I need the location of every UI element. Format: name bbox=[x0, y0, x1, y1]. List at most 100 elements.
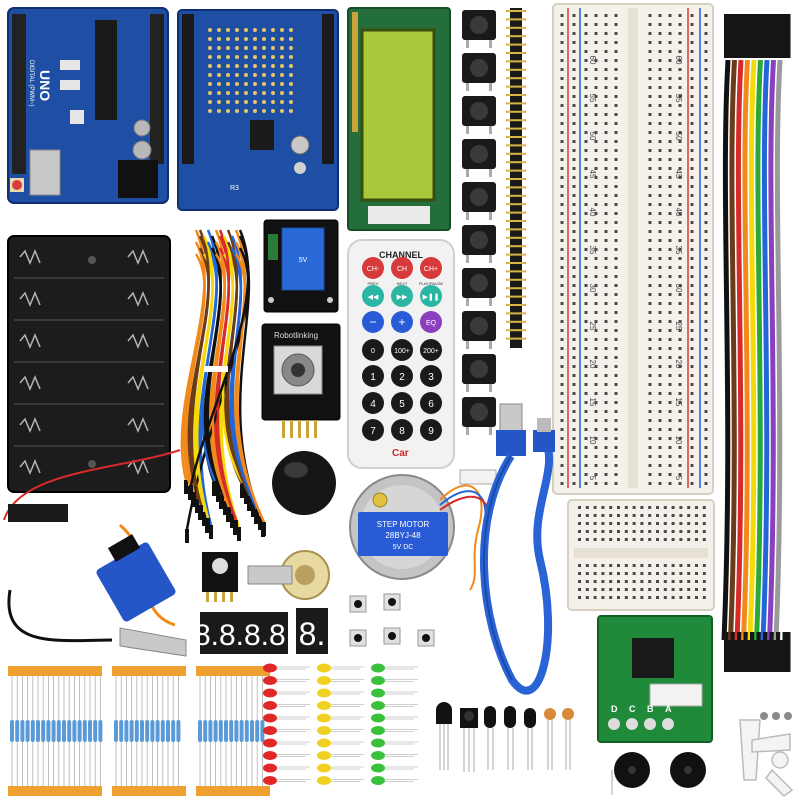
breadboard-row-number: 20 bbox=[674, 360, 683, 369]
microcontroller-chip bbox=[95, 20, 117, 120]
dupont-wire-bundle bbox=[180, 229, 266, 543]
driver-pin-label: A bbox=[665, 704, 672, 714]
relay-label: 5V bbox=[299, 257, 308, 264]
stepper-label-2: 28BYJ-48 bbox=[385, 531, 421, 540]
driver-pin-label: C bbox=[629, 704, 636, 714]
breadboard-row-number: 30 bbox=[674, 284, 683, 293]
buzzers bbox=[611, 752, 706, 795]
small-push-button bbox=[349, 629, 367, 647]
shield-label: R3 bbox=[230, 185, 239, 192]
single-digit-7-segment: 8. bbox=[296, 608, 328, 654]
joystick-module: Robotlinking bbox=[261, 323, 341, 438]
svg-text:8: 8 bbox=[399, 426, 405, 437]
tactile-button bbox=[462, 225, 496, 263]
stepper-label-3: 5V DC bbox=[393, 544, 414, 551]
svg-text:2: 2 bbox=[399, 372, 405, 383]
small-push-button bbox=[417, 629, 435, 647]
resistor-set bbox=[8, 666, 270, 796]
usb-b-port bbox=[29, 149, 61, 196]
svg-text:▶▶: ▶▶ bbox=[397, 294, 408, 301]
breadboard-row-number: 45 bbox=[674, 170, 683, 179]
svg-text:9: 9 bbox=[428, 426, 434, 437]
svg-text:PLAY/PAUSE: PLAY/PAUSE bbox=[419, 281, 444, 286]
tactile-button bbox=[462, 182, 496, 220]
svg-text:CH: CH bbox=[397, 266, 407, 273]
remote-digit-button: 2 bbox=[391, 365, 413, 387]
remote-digit-button: 7 bbox=[362, 419, 384, 441]
svg-text:4: 4 bbox=[370, 399, 376, 410]
breadboard-row-number: 45 bbox=[588, 170, 597, 179]
svg-text:CH-: CH- bbox=[367, 266, 380, 273]
breadboard-row-number: 35 bbox=[674, 246, 683, 255]
breadboard-row-number: 5 bbox=[674, 476, 683, 481]
breadboard-row-number: 20 bbox=[588, 360, 597, 369]
breadboard-row-number: 35 bbox=[588, 246, 597, 255]
driver-pin-label: D bbox=[611, 704, 618, 714]
breadboard-row-number: 30 bbox=[588, 284, 597, 293]
breadboard-row-number: 40 bbox=[674, 208, 683, 217]
svg-text:6: 6 bbox=[428, 399, 434, 410]
small-push-button bbox=[383, 593, 401, 611]
tactile-button bbox=[462, 268, 496, 306]
svg-text:200+: 200+ bbox=[423, 348, 439, 355]
rgb-led-module bbox=[202, 552, 238, 602]
relay-module: 5V bbox=[263, 219, 339, 313]
pin-header-strip bbox=[506, 8, 526, 348]
remote-digit-button: 5 bbox=[391, 392, 413, 414]
digital-label: DIGITAL (PWM~) bbox=[28, 60, 34, 107]
remote-media-button: ▶❚❚ bbox=[420, 285, 442, 307]
joystick-brand-label: Robotlinking bbox=[274, 331, 318, 340]
screws bbox=[760, 712, 792, 720]
svg-text:0: 0 bbox=[371, 348, 375, 355]
tactile-button bbox=[462, 139, 496, 177]
breadboard-row-number: 55 bbox=[674, 94, 683, 103]
remote-button: 100+ bbox=[391, 339, 413, 361]
svg-text:◀◀: ◀◀ bbox=[368, 294, 379, 301]
breadboard-row-number: 60 bbox=[674, 56, 683, 65]
tactile-button bbox=[462, 397, 496, 435]
svg-text:−: − bbox=[369, 315, 376, 329]
arduino-uno-board: UNO DIGITAL (PWM~) bbox=[7, 7, 169, 204]
small-push-button bbox=[383, 627, 401, 645]
driver-pin-label: B bbox=[647, 704, 654, 714]
tactile-button bbox=[462, 10, 496, 48]
svg-text:1: 1 bbox=[370, 372, 376, 383]
remote-button: CH- PREV bbox=[362, 257, 384, 286]
uno-label: UNO bbox=[37, 70, 53, 101]
remote-media-button: ▶▶ bbox=[391, 285, 413, 307]
lcd-1602-module bbox=[347, 7, 451, 231]
breadboard-row-number: 15 bbox=[674, 398, 683, 407]
led-set bbox=[263, 663, 418, 785]
remote-digit-button: 8 bbox=[391, 419, 413, 441]
remote-digit-button: 3 bbox=[420, 365, 442, 387]
lcd-screen bbox=[360, 28, 436, 202]
tactile-button bbox=[462, 96, 496, 134]
battery-holder-6xaa bbox=[7, 235, 171, 493]
svg-text:EQ: EQ bbox=[426, 320, 437, 327]
svg-text:7: 7 bbox=[370, 426, 376, 437]
prototype-shield: R3 bbox=[177, 9, 339, 211]
remote-eq-button: EQ bbox=[420, 311, 442, 333]
stepper-motor-28byj48: STEP MOTOR 28BYJ-48 5V DC bbox=[349, 469, 497, 591]
breadboard-row-number: 55 bbox=[588, 94, 597, 103]
svg-text:PREV: PREV bbox=[368, 281, 379, 286]
single-digit-text: 8. bbox=[299, 616, 326, 652]
joystick-cap bbox=[272, 451, 336, 515]
potentiometer bbox=[247, 550, 330, 600]
remote-brand: Car bbox=[392, 448, 409, 459]
remote-button: 200+ bbox=[420, 339, 442, 361]
remote-button: CH+ PLAY/PAUSE bbox=[419, 257, 444, 286]
breadboard-row-number: 10 bbox=[588, 436, 597, 445]
remote-digit-button: 9 bbox=[420, 419, 442, 441]
svg-text:NEXT: NEXT bbox=[397, 281, 408, 286]
four-digit-7-segment: 8.8.8.8. bbox=[194, 612, 294, 654]
svg-text:100+: 100+ bbox=[394, 348, 410, 355]
uln2003-driver-board: A B C D bbox=[597, 615, 713, 743]
breadboard-row-number: 60 bbox=[588, 56, 597, 65]
four-digit-text: 8.8.8.8. bbox=[194, 619, 294, 652]
svg-text:CH+: CH+ bbox=[424, 266, 438, 273]
breadboard-row-number: 25 bbox=[674, 322, 683, 331]
